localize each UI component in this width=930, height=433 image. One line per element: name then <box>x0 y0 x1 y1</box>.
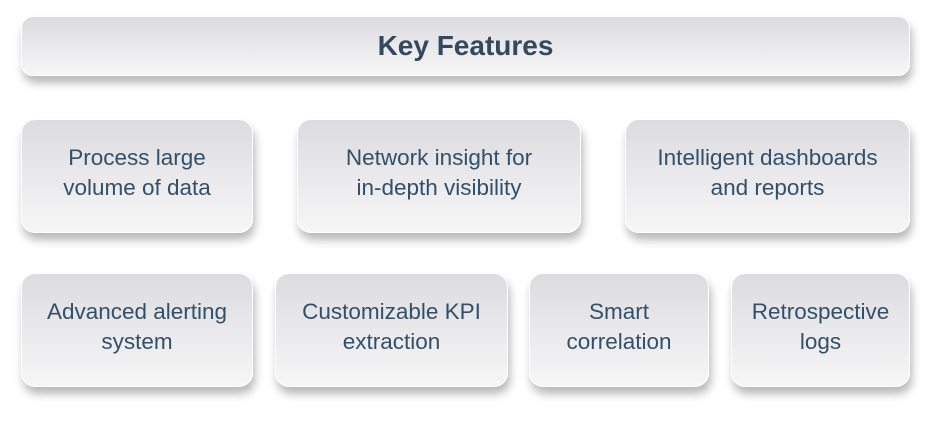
feature-label: Process large volume of data <box>63 143 211 203</box>
feature-label-line: Intelligent dashboards <box>657 145 878 170</box>
feature-label-line: Retrospective <box>751 299 890 324</box>
feature-label: Smart correlation <box>566 297 671 357</box>
feature-box-intelligent-dashboards: Intelligent dashboards and reports <box>625 119 910 233</box>
feature-label-line: Process large <box>68 145 206 170</box>
feature-label-line: Advanced alerting <box>46 299 228 324</box>
feature-label-line: system <box>101 329 173 354</box>
feature-label: Retrospective logs <box>752 297 890 357</box>
feature-label: Advanced alerting system <box>47 297 227 357</box>
feature-label: Intelligent dashboards and reports <box>657 143 877 203</box>
feature-box-retrospective-logs: Retrospective logs <box>731 273 910 387</box>
feature-label-line: correlation <box>566 329 672 354</box>
feature-box-smart-correlation: Smart correlation <box>529 273 709 387</box>
feature-label-line: Customizable KPI <box>302 299 481 324</box>
feature-label-line: logs <box>799 329 842 354</box>
feature-label: Customizable KPI extraction <box>302 297 481 357</box>
feature-box-process-large-volume: Process large volume of data <box>21 119 253 233</box>
feature-label-line: extraction <box>342 329 441 354</box>
feature-label-line: Network insight for <box>345 145 533 170</box>
key-features-title-box: Key Features <box>21 16 910 76</box>
page-title: Key Features <box>377 30 554 61</box>
feature-label-line: volume of data <box>63 175 211 200</box>
feature-label: Network insight for in-depth visibility <box>346 143 532 203</box>
feature-label-line: and reports <box>710 175 825 200</box>
feature-box-advanced-alerting: Advanced alerting system <box>21 273 253 387</box>
feature-label-line: in-depth visibility <box>356 175 522 200</box>
feature-box-network-insight: Network insight for in-depth visibility <box>297 119 581 233</box>
feature-label-line: Smart <box>588 299 649 324</box>
feature-box-customizable-kpi: Customizable KPI extraction <box>275 273 508 387</box>
